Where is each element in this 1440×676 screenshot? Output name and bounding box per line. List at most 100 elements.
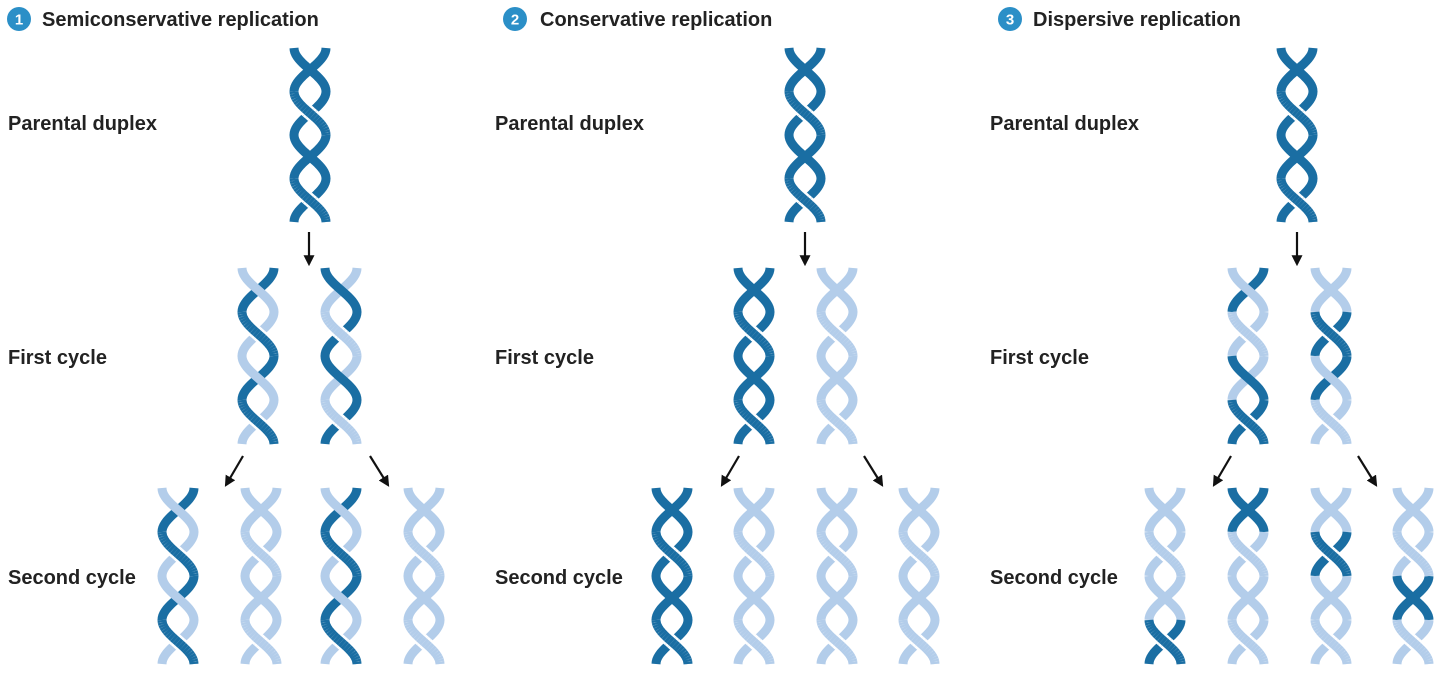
helix-strand-segment bbox=[328, 630, 337, 639]
helix-strand-segment bbox=[1145, 534, 1155, 541]
helix-strand-segment bbox=[928, 564, 938, 572]
helix-strand-segment bbox=[1231, 318, 1241, 326]
helix-strand-segment bbox=[831, 328, 840, 338]
helix-strand-segment bbox=[351, 435, 361, 442]
helix-strand-segment bbox=[1410, 638, 1419, 648]
helix-strand-segment bbox=[342, 335, 352, 344]
helix-strand-segment bbox=[252, 328, 261, 338]
helix-strand-segment bbox=[421, 550, 430, 560]
helix-strand-segment bbox=[348, 650, 358, 658]
helix-strand-segment bbox=[1405, 546, 1414, 556]
helix-strand-segment bbox=[734, 622, 744, 629]
helix-strand-segment bbox=[322, 536, 332, 544]
helix-strand-segment bbox=[241, 622, 251, 629]
helix-strand-segment bbox=[299, 190, 309, 200]
helix-strand-segment bbox=[246, 540, 255, 549]
helix-strand-segment bbox=[1320, 324, 1330, 333]
helix-strand-segment bbox=[157, 533, 168, 538]
helix-strand-segment bbox=[806, 201, 816, 211]
helix-strand-segment bbox=[1306, 210, 1316, 218]
second-cycle-helix-a bbox=[649, 487, 695, 665]
helix-strand-segment bbox=[330, 632, 340, 641]
helix-strand-segment bbox=[1228, 314, 1238, 321]
helix-strand-segment bbox=[669, 550, 678, 560]
helix-strand-segment bbox=[1255, 650, 1265, 658]
helix-strand-segment bbox=[761, 562, 771, 570]
helix-strand-segment bbox=[682, 567, 692, 574]
helix-strand-segment bbox=[761, 342, 771, 350]
helix-strand-segment bbox=[824, 410, 833, 419]
helix-strand-segment bbox=[237, 401, 248, 406]
helix-strand-segment bbox=[1414, 643, 1424, 652]
helix-strand-segment bbox=[1320, 412, 1330, 421]
helix-strand-segment bbox=[1254, 559, 1263, 568]
helix-strand-segment bbox=[1400, 630, 1409, 639]
helix-strand-segment bbox=[330, 412, 340, 421]
helix-strand-segment bbox=[1258, 655, 1268, 662]
helix-strand-segment bbox=[836, 552, 845, 562]
helix-strand-segment bbox=[1423, 655, 1433, 662]
helix-strand-segment bbox=[799, 194, 808, 204]
helix-strand-segment bbox=[172, 548, 181, 558]
helix-strand-segment bbox=[834, 638, 843, 648]
helix-strand-segment bbox=[1169, 645, 1178, 654]
helix-strand-segment bbox=[324, 318, 334, 326]
helix-strand-segment bbox=[818, 404, 828, 412]
helix-strand-segment bbox=[316, 205, 325, 215]
helix-strand-segment bbox=[1258, 435, 1268, 442]
helix-strand-segment bbox=[1249, 643, 1259, 652]
helix-strand-segment bbox=[673, 555, 683, 564]
helix-strand-segment bbox=[307, 109, 316, 119]
helix-strand-segment bbox=[920, 555, 930, 564]
helix-strand-segment bbox=[350, 344, 360, 352]
helix-strand-segment bbox=[433, 652, 443, 660]
helix-strand-segment bbox=[1410, 550, 1419, 560]
helix-strand-segment bbox=[322, 316, 332, 324]
helix-strand-segment bbox=[898, 533, 909, 538]
helix-strand-segment bbox=[1332, 423, 1342, 432]
helix-strand-segment bbox=[291, 182, 301, 190]
helix-strand-segment bbox=[831, 416, 840, 426]
helix-strand-segment bbox=[653, 624, 663, 632]
helix-strand-segment bbox=[351, 567, 361, 574]
helix-strand-segment bbox=[175, 550, 184, 560]
helix-strand-segment bbox=[309, 199, 318, 208]
helix-strand-segment bbox=[734, 534, 744, 541]
helix-strand-segment bbox=[809, 203, 818, 213]
helix-strand-segment bbox=[822, 408, 831, 417]
helix-strand-segment bbox=[320, 213, 330, 220]
helix-strand-segment bbox=[1228, 622, 1238, 629]
helix-strand-segment bbox=[1247, 420, 1256, 430]
helix-strand-segment bbox=[314, 203, 323, 213]
helix-strand-segment bbox=[1325, 636, 1334, 646]
helix-strand-segment bbox=[841, 557, 850, 566]
helix-strand-segment bbox=[1330, 552, 1339, 562]
helix-strand-segment bbox=[1314, 406, 1324, 414]
helix-strand-segment bbox=[434, 570, 445, 575]
helix-strand-segment bbox=[788, 97, 798, 106]
helix-strand-segment bbox=[239, 316, 249, 324]
helix-strand-segment bbox=[423, 552, 432, 562]
helix-strand-segment bbox=[255, 330, 264, 340]
helix-strand-segment bbox=[1419, 559, 1428, 568]
second-cycle-label: Second cycle bbox=[990, 567, 1118, 589]
down-arrow-icon bbox=[1357, 455, 1378, 487]
helix-strand-segment bbox=[431, 650, 441, 658]
helix-strand-segment bbox=[434, 658, 445, 663]
helix-strand-segment bbox=[1392, 621, 1403, 626]
helix-strand-segment bbox=[1325, 548, 1334, 558]
helix-strand-segment bbox=[252, 416, 261, 426]
helix-strand-segment bbox=[258, 550, 267, 560]
helix-strand-segment bbox=[1400, 542, 1409, 551]
helix-strand-segment bbox=[1341, 347, 1351, 354]
panel-dispersive: 3 Dispersive replication Parental duplex… bbox=[990, 7, 1436, 665]
helix-strand-segment bbox=[157, 487, 199, 665]
helix-strand-segment bbox=[822, 540, 831, 549]
helix-strand-segment bbox=[167, 632, 177, 641]
first-cycle-label: First cycle bbox=[990, 347, 1089, 369]
helix-strand-segment bbox=[1393, 534, 1403, 541]
helix-strand-segment bbox=[764, 438, 775, 443]
helix-strand-segment bbox=[295, 186, 304, 195]
helix-strand-segment bbox=[1280, 97, 1290, 106]
helix-strand-segment bbox=[804, 112, 813, 121]
